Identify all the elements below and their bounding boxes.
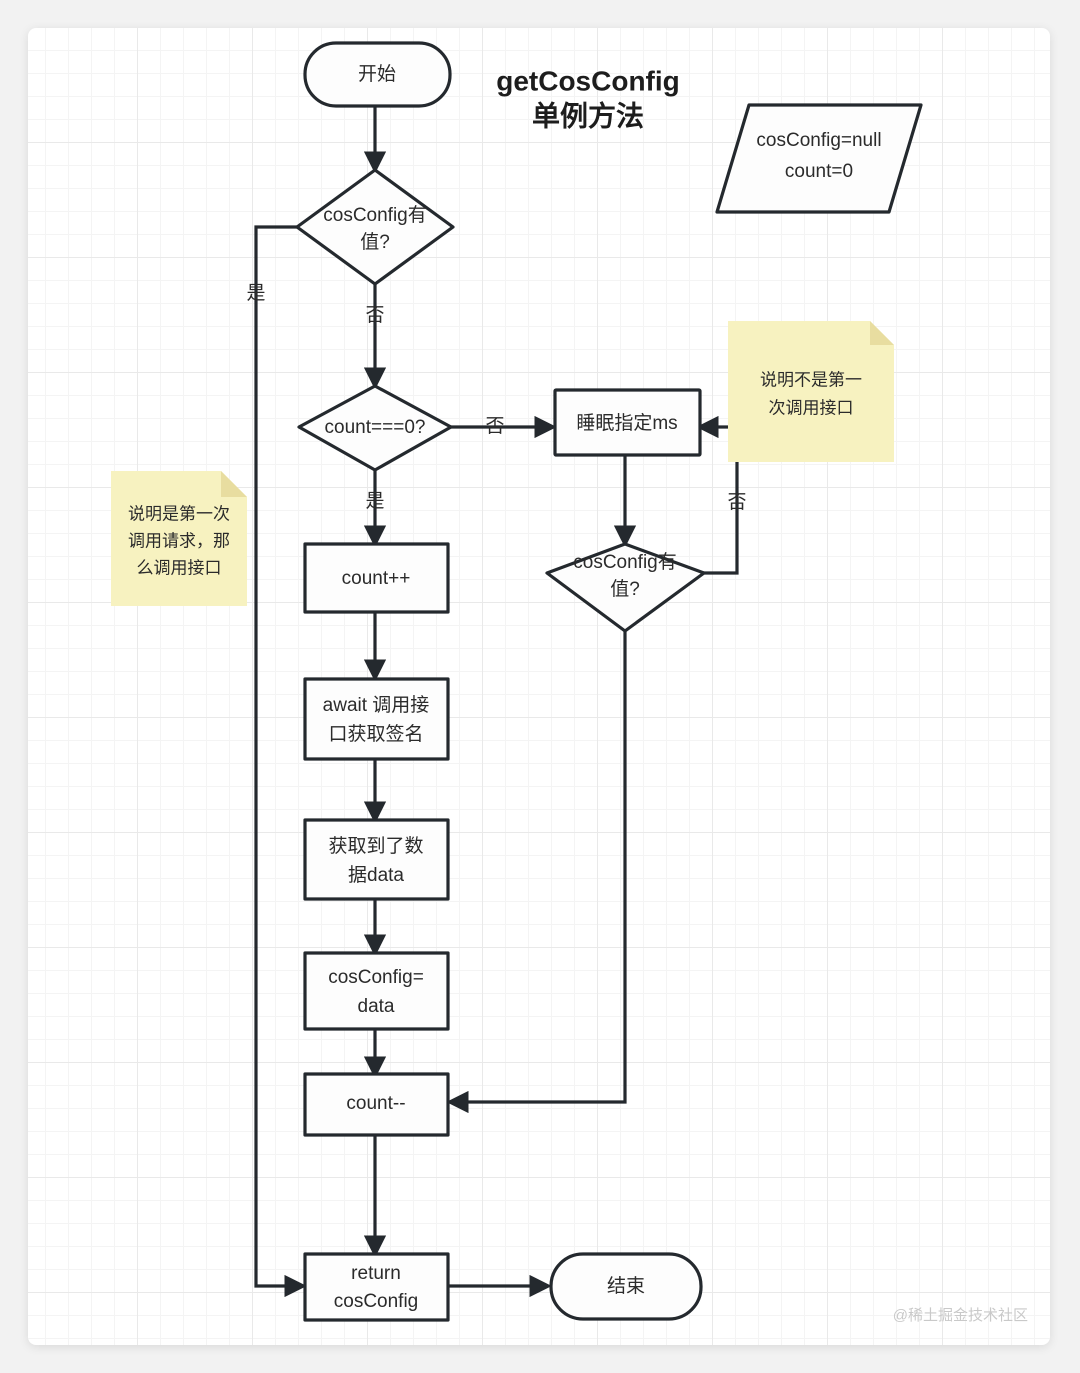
node-count-increment[interactable]: count++ bbox=[303, 542, 450, 614]
flowchart-card: getCosConfig 单例方法 bbox=[28, 28, 1050, 1345]
node-count-increment-label: count++ bbox=[342, 568, 411, 589]
node-return-config-line1: return bbox=[351, 1263, 401, 1284]
node-got-data-shape bbox=[303, 818, 450, 901]
node-return-config-line2: cosConfig bbox=[334, 1291, 419, 1312]
sticky-note-right-line2: 次调用接口 bbox=[769, 398, 854, 417]
sticky-note-left-line3: 么调用接口 bbox=[137, 558, 222, 577]
sticky-note-left-line1: 说明是第一次 bbox=[128, 504, 230, 523]
node-start-label: 开始 bbox=[358, 63, 396, 85]
sticky-note-left-line2: 调用请求，那 bbox=[128, 531, 230, 550]
node-end-label: 结束 bbox=[607, 1275, 645, 1297]
edge-label-hasconfig2-no: 否 bbox=[727, 492, 746, 513]
node-return-config-shape bbox=[303, 1252, 450, 1322]
node-await-call-line1: await 调用接 bbox=[323, 694, 430, 716]
node-await-call-line2: 口获取签名 bbox=[328, 723, 423, 745]
node-return-config[interactable]: return cosConfig bbox=[303, 1252, 450, 1322]
watermark-label: @稀土掘金技术社区 bbox=[893, 1307, 1028, 1324]
node-assign-config-line1: cosConfig= bbox=[328, 967, 424, 988]
diagram-title: getCosConfig 单例方法 bbox=[496, 65, 680, 131]
connector-hasconfig2-no-to-sleep bbox=[688, 415, 739, 575]
node-hasconfig1-shape bbox=[295, 168, 455, 286]
node-init-vars-shape bbox=[715, 103, 923, 214]
diagram-title-line2: 单例方法 bbox=[532, 99, 644, 131]
node-assign-config-line2: data bbox=[358, 996, 395, 1017]
sticky-note-right-line1: 说明不是第一 bbox=[760, 370, 862, 389]
node-count-decrement[interactable]: count-- bbox=[303, 1072, 450, 1137]
node-end-shape bbox=[549, 1252, 703, 1321]
node-hasconfig2-line2: 值? bbox=[610, 578, 640, 600]
node-hasconfig2-shape bbox=[545, 542, 706, 633]
node-countzero[interactable]: count===0? bbox=[297, 384, 453, 472]
node-sleep[interactable]: 睡眠指定ms bbox=[553, 388, 702, 457]
edge-label-hasconfig1-yes: 是 bbox=[246, 283, 265, 304]
node-countzero-label: count===0? bbox=[325, 417, 426, 438]
node-got-data-line1: 获取到了数 bbox=[328, 835, 423, 857]
node-got-data-line2: 据data bbox=[348, 864, 404, 886]
node-init-vars[interactable]: cosConfig=null count=0 bbox=[715, 103, 923, 214]
node-countzero-shape bbox=[297, 384, 453, 472]
sticky-note-right-body bbox=[728, 321, 894, 462]
flowchart-canvas: getCosConfig 单例方法 bbox=[111, 41, 1028, 1324]
grid-background bbox=[28, 28, 1050, 1345]
edge-label-countzero-yes: 是 bbox=[365, 491, 384, 512]
node-start[interactable]: 开始 bbox=[303, 41, 452, 108]
connector-hasconfig2-to-decrement bbox=[446, 631, 627, 1114]
edge-label-countzero-no: 否 bbox=[485, 416, 504, 437]
node-sleep-shape bbox=[553, 388, 702, 457]
node-sleep-label: 睡眠指定ms bbox=[576, 412, 677, 434]
node-hasconfig1[interactable]: cosConfig有 值? bbox=[295, 168, 455, 286]
node-count-decrement-label: count-- bbox=[346, 1093, 405, 1114]
sticky-note-left[interactable]: 说明是第一次 调用请求，那 么调用接口 bbox=[111, 471, 247, 606]
node-start-shape bbox=[303, 41, 452, 108]
diagram-title-line1: getCosConfig bbox=[496, 65, 680, 96]
sticky-note-right-fold bbox=[870, 321, 894, 345]
node-count-decrement-shape bbox=[303, 1072, 450, 1137]
node-await-call[interactable]: await 调用接 口获取签名 bbox=[303, 677, 450, 761]
node-assign-config[interactable]: cosConfig= data bbox=[303, 951, 450, 1031]
node-hasconfig1-line2: 值? bbox=[360, 231, 390, 253]
sticky-note-left-body bbox=[111, 471, 247, 606]
node-assign-config-shape bbox=[303, 951, 450, 1031]
node-hasconfig1-line1: cosConfig有 bbox=[323, 204, 427, 226]
node-await-call-shape bbox=[303, 677, 450, 761]
node-got-data[interactable]: 获取到了数 据data bbox=[303, 818, 450, 901]
connector-hasconfig1-yes-to-return bbox=[254, 225, 311, 1298]
node-hasconfig2-line1: cosConfig有 bbox=[573, 551, 677, 573]
sticky-note-left-fold bbox=[221, 471, 247, 497]
node-end[interactable]: 结束 bbox=[549, 1252, 703, 1321]
edge-label-hasconfig1-no: 否 bbox=[365, 305, 384, 326]
node-count-increment-shape bbox=[303, 542, 450, 614]
node-init-vars-line1: cosConfig=null bbox=[756, 130, 881, 151]
node-hasconfig2[interactable]: cosConfig有 值? bbox=[545, 542, 706, 633]
sticky-note-right[interactable]: 说明不是第一 次调用接口 bbox=[728, 321, 894, 462]
node-init-vars-line2: count=0 bbox=[785, 161, 853, 182]
